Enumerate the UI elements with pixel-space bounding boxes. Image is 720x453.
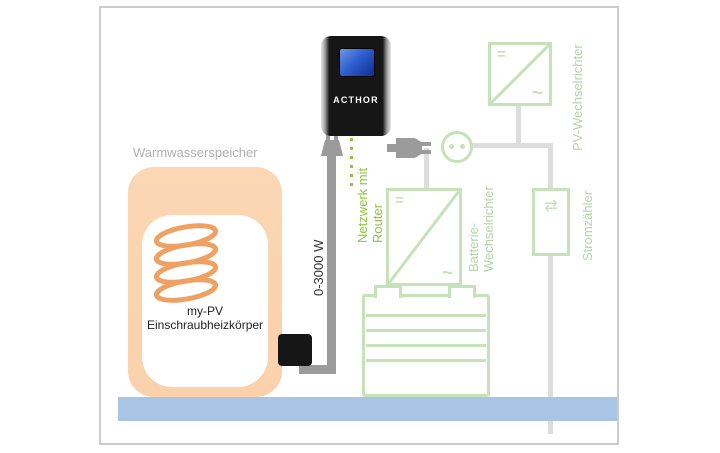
power-cable-vertical	[327, 154, 336, 374]
network-label-line1: Netzwerk mit	[355, 167, 370, 243]
battery-cell-line	[366, 359, 486, 362]
connection-line-below-bus	[548, 421, 553, 434]
power-range-label: 0-3000 W	[311, 239, 326, 296]
battery-inverter-label-line2: Wechselrichter	[481, 186, 496, 272]
connection-line-meter-bottom	[548, 254, 553, 397]
battery-inverter-box: = ~	[386, 188, 462, 286]
power-cable-horizontal	[299, 365, 336, 374]
acthor-label: ACTHOR	[333, 95, 379, 105]
heating-element	[278, 334, 312, 366]
ac-symbol-icon: ~	[531, 83, 543, 104]
plug-prong-icon	[326, 134, 330, 141]
inverter-diagonal-icon	[491, 45, 549, 103]
network-label-line2: Router	[370, 203, 385, 243]
pv-inverter-label: PV-Wechselrichter	[570, 44, 585, 151]
plug-prong-icon	[421, 142, 431, 146]
socket-hole-icon	[460, 144, 465, 149]
acthor-screen	[339, 48, 375, 77]
connection-line-horizontal	[468, 143, 553, 148]
dc-symbol-icon: =	[395, 192, 404, 209]
connection-line-battery-inverter-top	[424, 148, 429, 190]
pv-inverter-box: = ~	[488, 42, 552, 106]
socket-icon	[441, 131, 473, 163]
battery-cell-line	[366, 314, 486, 317]
grid-bus-bar	[118, 397, 617, 421]
plug-prong-icon	[421, 150, 431, 154]
connection-line-meter-top	[548, 143, 553, 190]
heating-element-label-line1: my-PV	[187, 304, 223, 318]
battery-cell-line	[366, 344, 486, 347]
dc-symbol-icon: =	[497, 46, 506, 63]
meter-box: ⇄	[532, 188, 570, 256]
water-tank-label: Warmwasserspeicher	[133, 145, 258, 160]
inverter-diagonal-icon	[389, 191, 459, 283]
ac-symbol-icon: ~	[441, 263, 453, 284]
cable-stub	[387, 144, 398, 152]
heating-coil-icon	[153, 223, 219, 303]
socket-hole-icon	[449, 144, 454, 149]
network-dotted-line	[350, 138, 353, 186]
battery-terminal	[448, 285, 476, 298]
power-plug-left-icon	[321, 140, 343, 156]
connection-line-pv	[516, 106, 521, 146]
meter-label: Stromzähler	[580, 190, 595, 261]
power-plug-right-icon	[396, 138, 422, 158]
heating-element-label-line2: Einschraubheizkörper	[146, 318, 264, 332]
network-label: Netzwerk mit Router	[355, 168, 385, 243]
battery-inverter-label: Batterie- Wechselrichter	[466, 186, 496, 272]
battery-inverter-label-line1: Batterie-	[466, 222, 481, 272]
battery-cell-line	[366, 329, 486, 332]
battery-terminal	[374, 285, 402, 298]
heating-element-label: my-PV Einschraubheizkörper	[128, 304, 282, 332]
meter-arrows-icon: ⇄	[544, 198, 558, 215]
plug-prong-icon	[334, 134, 338, 141]
